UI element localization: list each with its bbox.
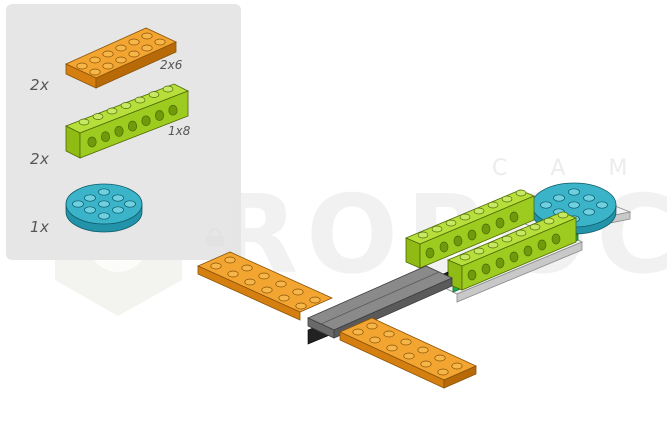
part-2-size: 1x8 xyxy=(168,124,190,138)
part-3-quantity: 1x xyxy=(30,218,49,236)
assembly-model-illustration xyxy=(190,180,640,410)
watermark-tagline: C A M xyxy=(492,156,645,181)
part-2-quantity: 2x xyxy=(30,150,49,168)
part-1-quantity: 2x xyxy=(30,76,49,94)
orange-2x6-plate-left xyxy=(198,252,332,320)
lime-1x8-technic-brick-icon xyxy=(62,82,194,164)
part-1-size: 2x6 xyxy=(160,58,182,72)
teal-round-plate-icon xyxy=(64,182,144,234)
orange-2x6-plate-right xyxy=(340,318,476,388)
